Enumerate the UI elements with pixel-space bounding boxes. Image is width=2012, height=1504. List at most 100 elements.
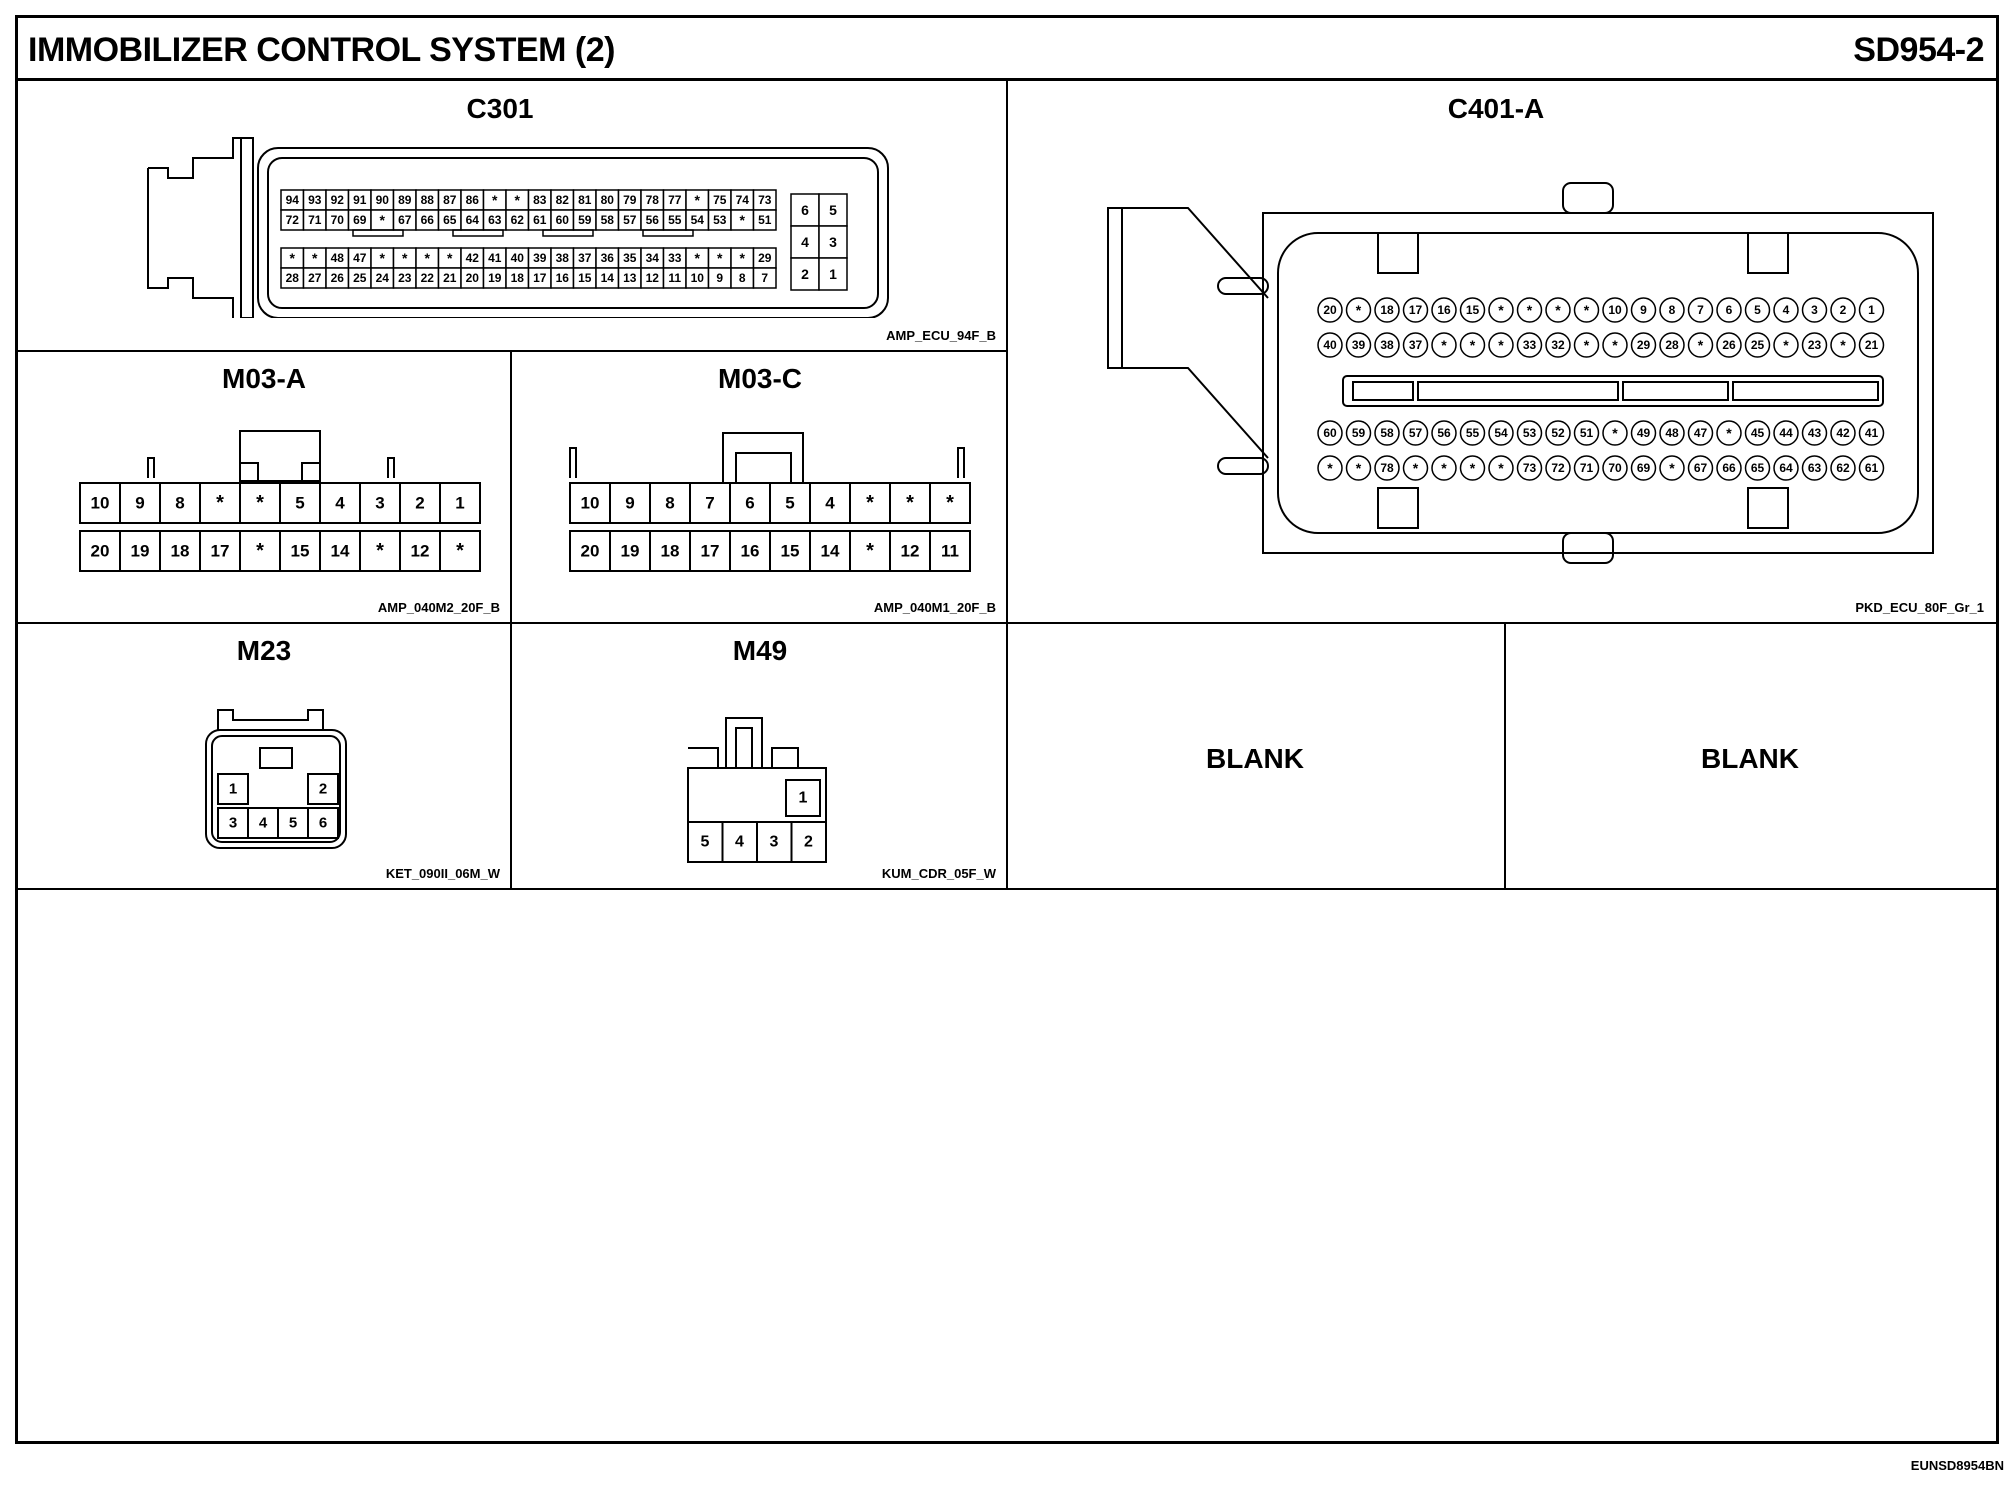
side-post: [957, 447, 965, 478]
center-rail: [1342, 375, 1884, 407]
pin-label: 79: [623, 193, 637, 207]
lock-tab: [239, 430, 321, 482]
pin-circle: [1374, 332, 1400, 358]
pin-label: 83: [533, 193, 547, 207]
pin-label: 29: [1637, 338, 1651, 352]
pin-circle: [1345, 297, 1372, 323]
pin-label: 44: [1779, 426, 1793, 440]
pin-label: 56: [646, 213, 660, 227]
pin-label: 18: [511, 271, 525, 285]
pin-label: 2: [415, 494, 424, 513]
pin-cell: [307, 807, 339, 839]
pin-circle: [1773, 332, 1799, 358]
pin-circle: [1630, 455, 1657, 481]
pin-label: 94: [286, 193, 300, 207]
pin-circle: [1374, 455, 1400, 481]
pin-circle: [1716, 455, 1742, 481]
pin-label: 33: [668, 251, 682, 265]
pin-label: *: [456, 540, 464, 562]
pin-label: 91: [353, 193, 367, 207]
lever-arm: [1108, 367, 1269, 459]
pin-label: 33: [1523, 338, 1537, 352]
pin-label: 29: [758, 251, 772, 265]
pin-circle: [1516, 332, 1543, 358]
part-code-m23: KET_090II_06M_W: [385, 866, 500, 881]
pin-label: 17: [211, 542, 230, 561]
footer-code: EUNSD8954BN: [1910, 1458, 2004, 1473]
pin-label: 17: [1409, 303, 1423, 317]
pin-label: 5: [829, 202, 837, 218]
pin-label: *: [402, 250, 408, 266]
pin-circle: [1459, 420, 1486, 446]
pin-label: 60: [1323, 426, 1337, 440]
pin-circle: [1317, 455, 1343, 481]
pin-label: 5: [289, 815, 297, 832]
pin-circle: [1630, 420, 1657, 446]
pin-label: 82: [556, 193, 570, 207]
top-shoulder: [688, 747, 799, 768]
pin-label: *: [492, 192, 498, 208]
pin-label: 32: [1551, 338, 1565, 352]
pin-circle: [1573, 297, 1600, 323]
pin-label: 64: [1779, 461, 1793, 475]
pin-label: *: [447, 250, 453, 266]
blank-cell-left: BLANK: [1206, 743, 1304, 774]
pin-circle: [1801, 455, 1828, 481]
pin-label: 67: [398, 213, 412, 227]
pin-circle: [1830, 297, 1856, 323]
pin-label: 65: [1751, 461, 1765, 475]
pin-label: 37: [1409, 338, 1423, 352]
pin-circle: [1801, 297, 1828, 323]
pin-label: 12: [411, 542, 430, 561]
pin-cell: [79, 482, 121, 524]
part-code-m03c: AMP_040M1_20F_B: [873, 600, 996, 615]
pin-label: *: [1669, 460, 1675, 476]
pin-label: 20: [581, 542, 600, 561]
pin-label: 18: [661, 542, 680, 561]
pin-circle: [1516, 297, 1543, 323]
pin-label: 2: [319, 781, 327, 798]
pin-label: 10: [91, 494, 110, 513]
pin-circle: [1602, 455, 1628, 481]
pin-label: 4: [335, 494, 345, 513]
pin-label: 19: [621, 542, 640, 561]
pin-label: 19: [131, 542, 150, 561]
pin-label: 66: [421, 213, 435, 227]
pin-label: 53: [713, 213, 727, 227]
pin-label: 13: [623, 271, 637, 285]
pin-label: 14: [331, 542, 350, 561]
rail-slot: [1352, 381, 1414, 401]
pin-label: 20: [466, 271, 480, 285]
pin-label: 8: [665, 494, 674, 513]
pin-label: 62: [511, 213, 525, 227]
pin-label: 57: [1409, 426, 1423, 440]
lock-tab-inner: [735, 727, 753, 769]
lock-tab: [725, 717, 763, 769]
pin-label: 7: [761, 271, 768, 285]
pin-circle: [1716, 297, 1742, 323]
pin-label: 41: [1865, 426, 1879, 440]
corner-key: [1747, 487, 1789, 529]
pin-circle: [1801, 420, 1828, 446]
pin-label: 70: [331, 213, 345, 227]
pin-circle: [1630, 332, 1657, 358]
pin-circle: [1687, 332, 1714, 358]
pin-circle: [1317, 420, 1343, 446]
pin-label: 1: [455, 494, 464, 513]
pin-label: 67: [1694, 461, 1708, 475]
pin-cell: [790, 193, 820, 227]
shell-body: [257, 147, 889, 318]
pin-label: 89: [398, 193, 412, 207]
lock-tab-inner: [735, 452, 792, 484]
pin-label: 6: [801, 202, 809, 218]
pin-label: *: [1726, 425, 1732, 441]
blank-cell-right: BLANK: [1701, 743, 1799, 774]
pin-label: 3: [375, 494, 384, 513]
pin-label: 49: [1637, 426, 1651, 440]
pin-label: 12: [901, 542, 920, 561]
pin-label: 5: [785, 494, 794, 513]
pin-label: *: [1327, 460, 1333, 476]
pin-label: 73: [758, 193, 772, 207]
